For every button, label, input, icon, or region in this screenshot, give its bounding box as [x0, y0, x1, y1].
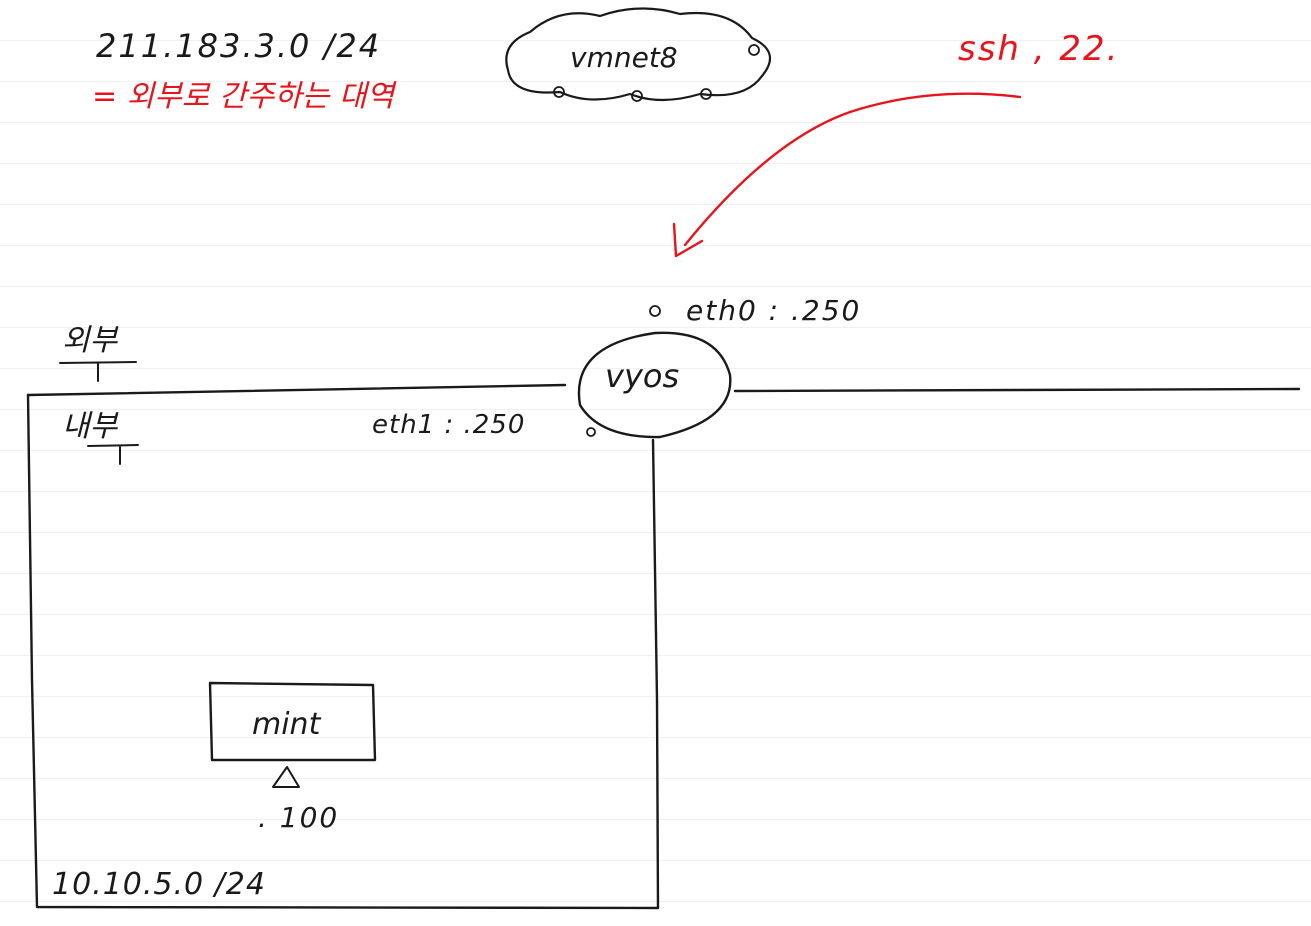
internal-subnet-label: 10.10.5.0 /24: [52, 867, 266, 902]
cloud-curl: [700, 88, 712, 100]
vyos-router-node: [577, 331, 732, 439]
ssh-arrow-line: [683, 92, 1022, 247]
internal-network-box: [26, 393, 660, 910]
outside-zone-label: 외부: [62, 323, 118, 358]
external-network-line-right: [733, 387, 1301, 393]
mint-host-box: [208, 681, 377, 762]
outside-label-underline: [59, 361, 137, 382]
ssh-port-note: ssh , 22.: [958, 29, 1120, 69]
cloud-curl: [553, 86, 565, 98]
external-description-note: = 외부로 간주하는 대역: [92, 79, 395, 114]
external-subnet-note: 211.183.3.0 /24: [96, 27, 382, 65]
eth0-label: eth0 : .250: [686, 294, 862, 327]
cloud-curl: [631, 90, 643, 102]
inside-label-underline: [87, 444, 139, 465]
vyos-router-label: vyos: [605, 357, 680, 395]
vmnet8-cloud: [505, 7, 772, 102]
ssh-arrow-head: [672, 222, 704, 258]
vmnet8-cloud-label: vmnet8: [570, 41, 678, 74]
eth1-port-icon: [586, 427, 596, 437]
cloud-curl: [748, 44, 760, 56]
mint-ip-label: . 100: [258, 801, 340, 834]
mint-host-label: mint: [252, 707, 321, 742]
mint-nic-icon: [272, 766, 300, 788]
external-network-line-left: [26, 383, 567, 397]
eth1-label: eth1 : .250: [372, 410, 526, 440]
eth0-port-icon: [649, 305, 661, 317]
inside-zone-label: 내부: [62, 409, 118, 444]
